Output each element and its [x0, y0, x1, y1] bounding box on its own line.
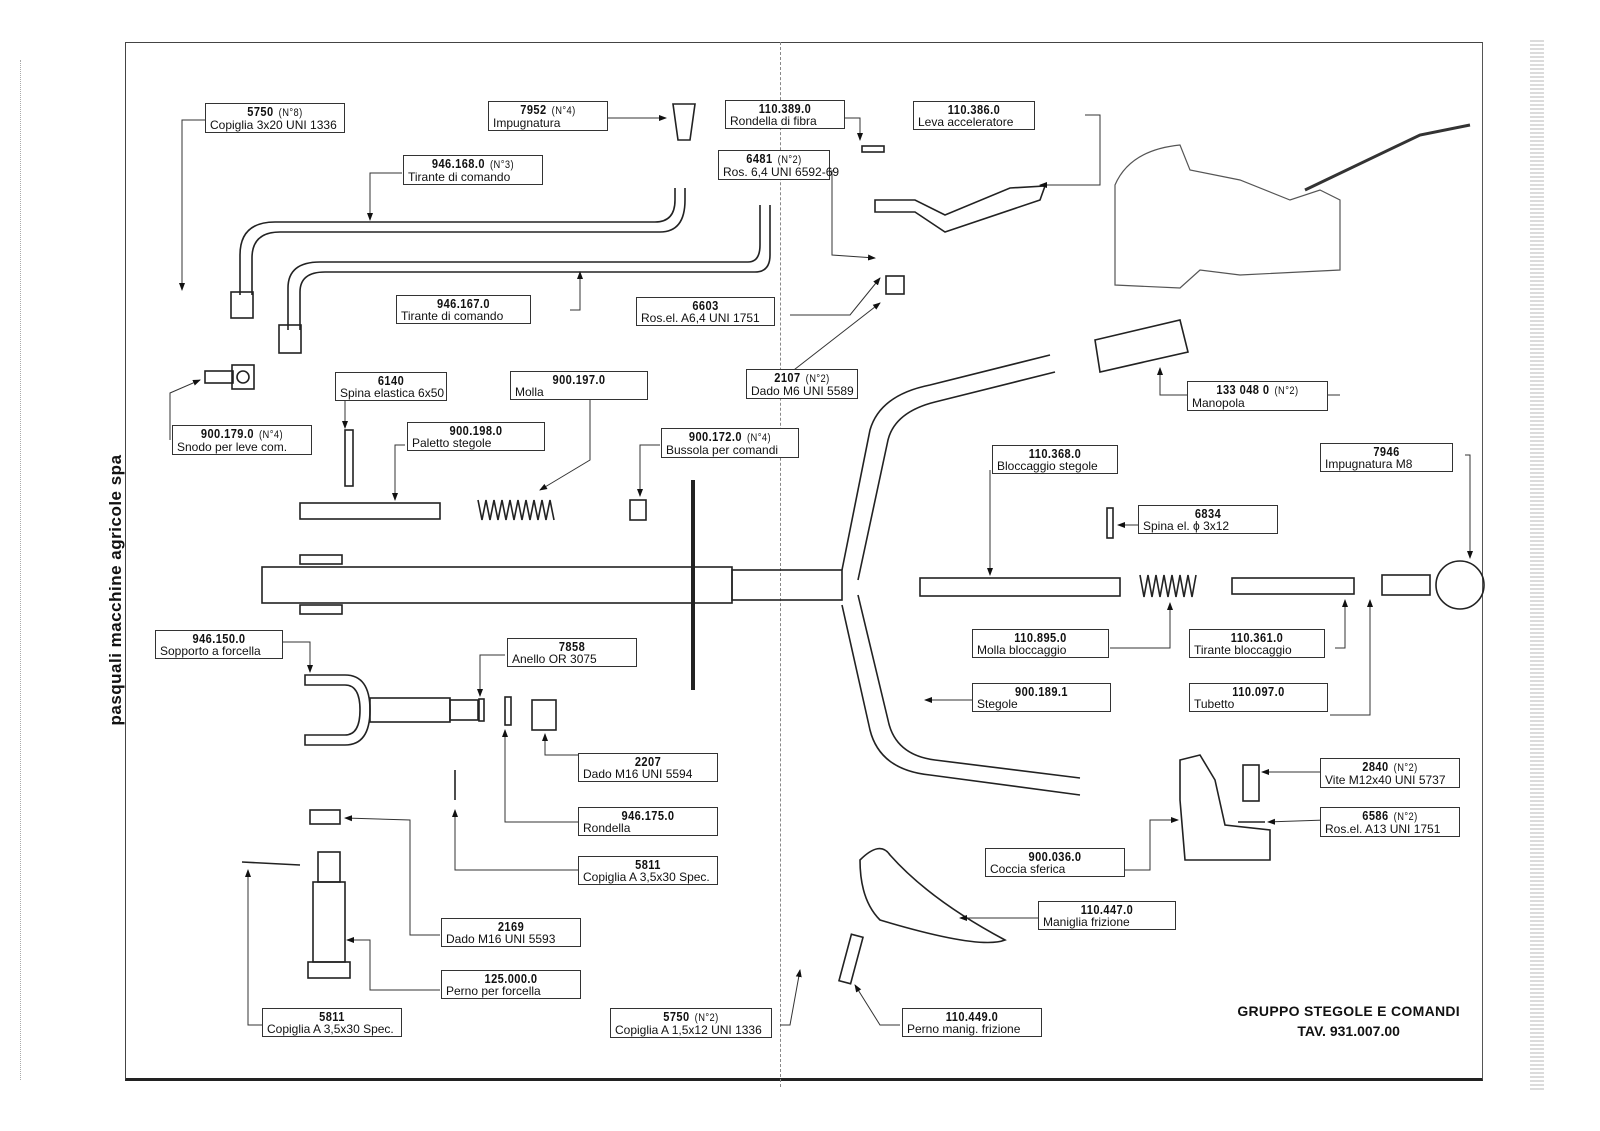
- handlebar-900189: [841, 354, 1081, 796]
- machine-outline: [1114, 144, 1341, 289]
- drawing-frame: [125, 42, 1483, 1081]
- spring-pin-6140: [344, 429, 354, 487]
- page-fold: [780, 42, 781, 1087]
- control-rod-946167: [278, 205, 771, 354]
- o-ring-7858: [478, 698, 485, 722]
- table-number: TAV. 931.007.00: [1297, 1023, 1400, 1039]
- part-label-5750-copiglia[interactable]: 5750(N°8)Copiglia 3x20 UNI 1336: [205, 103, 345, 133]
- locking-rod-110368: [919, 577, 1121, 597]
- nut-2207: [531, 699, 557, 731]
- clutch-pin-110449: [838, 933, 864, 985]
- locking-spring-110895: [1139, 574, 1197, 598]
- pin-6834: [1106, 507, 1114, 539]
- fork-pin-125000: [307, 851, 351, 979]
- pawl-900198: [299, 502, 441, 520]
- clutch-lever-110447: [859, 847, 1007, 944]
- tube-110097: [1381, 574, 1431, 596]
- fork-support-946150: [304, 674, 479, 746]
- washer-946175: [504, 696, 512, 726]
- nut-2107: [885, 275, 905, 295]
- grip-7952: [672, 103, 696, 141]
- handle-grip-133048: [1094, 319, 1189, 373]
- part-label-2107-dado[interactable]: 2107(N°2)Dado M6 UNI 5589: [746, 369, 858, 399]
- part-label-900172-bussola[interactable]: 900.172.0(N°4)Bussola per comandi: [661, 428, 799, 458]
- group-title: GRUPPO STEGOLE E COMANDI: [1237, 1003, 1460, 1019]
- split-pin-5811b: [241, 861, 301, 866]
- ball-socket-900036: [1179, 754, 1271, 861]
- main-tube: [261, 554, 843, 615]
- nut-2169: [309, 809, 341, 825]
- bushing-900172: [629, 499, 647, 521]
- part-label-5750-copiglia-b[interactable]: 5750(N°2)Copiglia A 1,5x12 UNI 1336: [610, 1008, 772, 1038]
- part-label-946168-tirante[interactable]: 946.168.0(N°3)Tirante di comando: [403, 155, 543, 185]
- part-label-2840-vite[interactable]: 2840(N°2)Vite M12x40 UNI 5737: [1320, 758, 1460, 788]
- fiber-washer-110389: [861, 145, 885, 153]
- control-rod-946168: [230, 188, 686, 319]
- joint-900179: [204, 364, 255, 390]
- part-label-6586-rosetta[interactable]: 6586(N°2)Ros.el. A13 UNI 1751: [1320, 807, 1460, 837]
- page-edge: [20, 60, 21, 1080]
- part-label-133048-manopola[interactable]: 133 048 0(N°2)Manopola: [1187, 381, 1328, 411]
- part-label-7952-impugnatura[interactable]: 7952(N°4)Impugnatura: [488, 101, 608, 131]
- bolt-2840: [1242, 764, 1260, 802]
- machine-handlebar-sketch: [1304, 123, 1471, 192]
- locking-tie-rod-110361: [1231, 577, 1355, 595]
- binding-edge: [1530, 40, 1544, 1090]
- drawing-caption: GRUPPO STEGOLE E COMANDI TAV. 931.007.00: [1237, 1003, 1460, 1039]
- throttle-lever-110386: [874, 185, 1047, 233]
- knob-7946: [1435, 560, 1485, 610]
- part-label-6481-rosetta[interactable]: 6481(N°2)Ros. 6,4 UNI 6592-69: [718, 150, 839, 180]
- part-label-900179-snodo[interactable]: 900.179.0(N°4)Snodo per leve com.: [172, 425, 312, 455]
- spring-900197: [477, 499, 555, 521]
